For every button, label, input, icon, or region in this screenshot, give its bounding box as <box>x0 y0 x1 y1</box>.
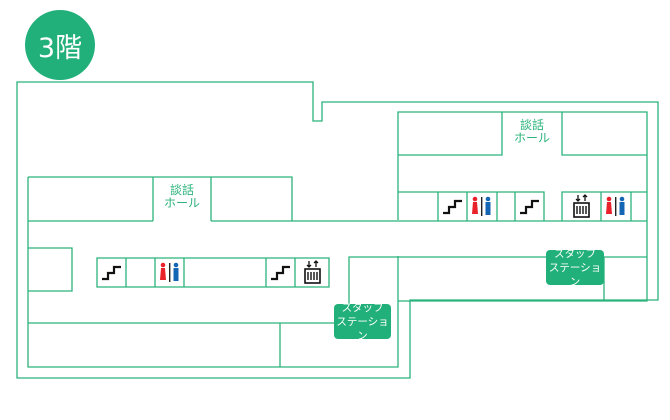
lounge-label-line: 談話 <box>519 118 544 132</box>
staff-label-line: スタッフ <box>554 247 596 260</box>
stairs-icon <box>518 199 541 215</box>
staff-label-line: スタッフ <box>341 301 384 314</box>
restroom-icon <box>472 196 491 216</box>
staff-station-west: スタッフ ステーション <box>334 301 391 342</box>
stairs-icon <box>441 199 464 215</box>
lounge-label-line: ホール <box>163 196 200 210</box>
lounge-label-east: 談話 ホール <box>502 119 562 145</box>
staff-label-line: ステーション <box>336 315 389 342</box>
lounge-label-line: ホール <box>513 131 550 145</box>
lounge-label-line: 談話 <box>169 183 194 197</box>
stairs-icon <box>269 265 292 281</box>
lounge-label-west: 談話 ホール <box>152 184 212 210</box>
staff-station-east: スタッフ ステーション <box>546 247 604 288</box>
elevator-icon <box>573 194 590 218</box>
restroom-icon <box>606 196 625 216</box>
staff-label-line: ステーション <box>548 261 602 288</box>
stairs-icon <box>100 265 123 281</box>
restroom-icon <box>160 262 179 282</box>
elevator-icon <box>304 260 321 284</box>
floor-badge: 3階 <box>25 10 95 80</box>
